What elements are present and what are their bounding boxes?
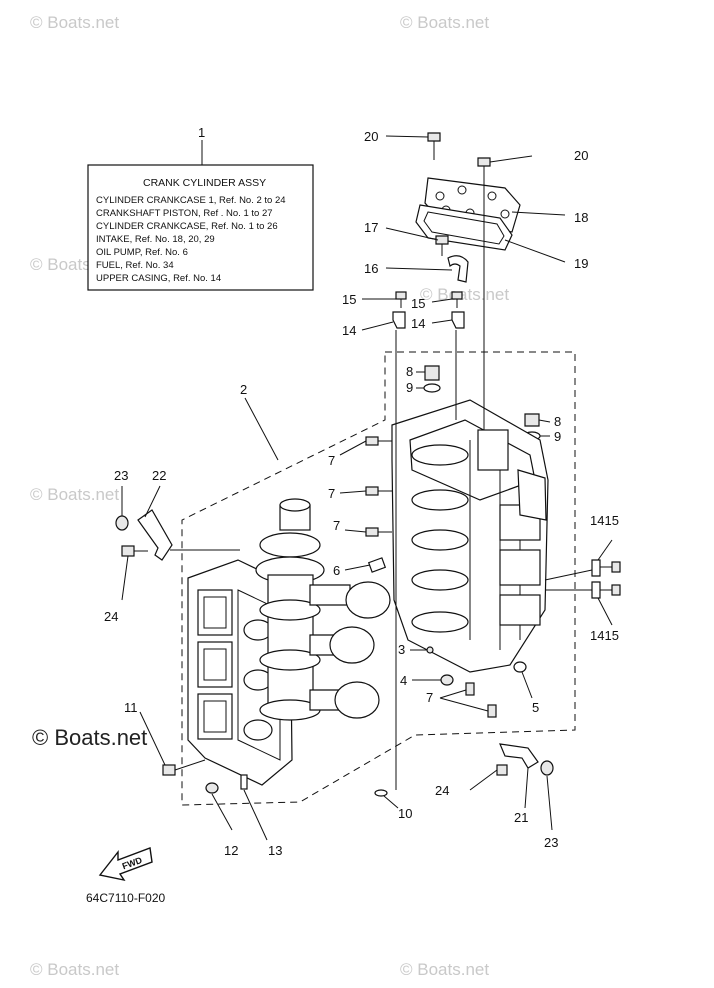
callout-10: 10 — [398, 806, 412, 821]
pin — [374, 789, 388, 797]
info-box-line: UPPER CASING, Ref. No. 14 — [96, 273, 221, 284]
watermark-text: © Boats.net — [400, 13, 489, 32]
pin — [426, 646, 434, 654]
watermarks: © Boats.net © Boats.net © Boats.net © Bo… — [30, 13, 509, 979]
bolt — [451, 291, 463, 308]
bolt — [427, 132, 441, 160]
callout-9: 9 — [554, 429, 561, 444]
pipe — [137, 509, 173, 561]
callout-7: 7 — [328, 486, 335, 501]
callout-14: 14 — [342, 323, 356, 338]
bolt — [435, 235, 449, 256]
callout-7: 7 — [426, 690, 433, 705]
assembly-outline — [181, 351, 576, 806]
watermark-text: © Boats.net — [30, 13, 119, 32]
plug — [524, 413, 540, 427]
cap — [115, 515, 129, 531]
callout-16: 16 — [364, 261, 378, 276]
clip — [451, 311, 465, 329]
clamp — [447, 255, 469, 283]
callout-4: 4 — [400, 673, 407, 688]
fitting — [365, 527, 392, 537]
callout-24: 24 — [435, 783, 449, 798]
callout-15: 15 — [342, 292, 356, 307]
watermark-main: © Boats.net — [32, 725, 147, 750]
callout-8: 8 — [406, 364, 413, 379]
washer — [423, 383, 441, 393]
callout-2: 2 — [240, 382, 247, 397]
callout-20: 20 — [574, 148, 588, 163]
info-box: 1 CRANK CYLINDER ASSY CYLINDER CRANKCASE… — [87, 125, 314, 291]
watermark-text: © Boats.net — [30, 485, 119, 504]
bolt — [162, 759, 206, 776]
watermark-text: © Boats.net — [420, 285, 509, 304]
piston — [309, 581, 391, 619]
bolt — [600, 584, 621, 596]
callout-21: 21 — [514, 810, 528, 825]
callout-11: 11 — [124, 700, 138, 715]
callout-13: 13 — [268, 843, 282, 858]
callout-1: 1 — [198, 125, 205, 140]
callout-3: 3 — [398, 642, 405, 657]
bolt — [205, 782, 219, 794]
callout-1415: 1415 — [590, 628, 619, 643]
clip — [591, 581, 601, 599]
fitting — [487, 704, 497, 718]
stud — [240, 774, 248, 790]
fitting — [465, 682, 475, 696]
crankshaft — [255, 498, 325, 721]
info-box-title: CRANK CYLINDER ASSY — [143, 177, 266, 189]
clip — [392, 311, 406, 329]
fwd-arrow-icon: FWD — [98, 847, 153, 882]
bolt — [121, 545, 148, 557]
callout-labels: 20 20 18 19 17 16 15 15 14 14 8 9 8 9 2 … — [104, 129, 619, 858]
callout-22: 22 — [152, 468, 166, 483]
piston — [309, 681, 380, 719]
callout-19: 19 — [574, 256, 588, 271]
callout-15: 15 — [411, 296, 425, 311]
info-box-line: INTAKE, Ref. No. 18, 20, 29 — [96, 234, 215, 245]
callout-23: 23 — [114, 468, 128, 483]
leader-lines — [121, 135, 613, 841]
callout-1415: 1415 — [590, 513, 619, 528]
bolt — [600, 561, 621, 573]
callout-14: 14 — [411, 316, 425, 331]
info-box-line: FUEL, Ref. No. 34 — [96, 260, 174, 271]
callout-9: 9 — [406, 380, 413, 395]
info-box-line: CRANKSHAFT PISTON, Ref . No. 1 to 27 — [96, 208, 273, 219]
callout-5: 5 — [532, 700, 539, 715]
callout-7: 7 — [328, 453, 335, 468]
fitting — [365, 436, 392, 446]
fitting — [365, 486, 392, 496]
callout-20: 20 — [364, 129, 378, 144]
plug — [440, 674, 454, 686]
bolt — [496, 764, 508, 776]
callout-7: 7 — [333, 518, 340, 533]
plug — [424, 365, 440, 381]
callout-8: 8 — [554, 414, 561, 429]
cylinder-block — [391, 399, 549, 673]
clip — [591, 559, 601, 577]
oil-pump-fitting — [367, 557, 387, 573]
figure-code: 64C7110-F020 — [86, 891, 165, 905]
callout-12: 12 — [224, 843, 238, 858]
callout-23: 23 — [544, 835, 558, 850]
bolt — [477, 157, 491, 185]
callout-24: 24 — [104, 609, 118, 624]
info-box-line: CYLINDER CRANKCASE, Ref. No. 1 to 26 — [96, 221, 278, 232]
info-box-line: CYLINDER CRANKCASE 1, Ref. No. 2 to 24 — [96, 195, 286, 206]
watermark-text: © Boats.net — [30, 960, 119, 979]
bolt — [395, 291, 407, 308]
watermark-text: © Boats.net — [400, 960, 489, 979]
callout-6: 6 — [333, 563, 340, 578]
info-box-line: OIL PUMP, Ref. No. 6 — [96, 247, 188, 258]
cap — [540, 760, 554, 776]
nut — [513, 661, 527, 673]
piston — [309, 626, 375, 664]
callout-18: 18 — [574, 210, 588, 225]
callout-17: 17 — [364, 220, 378, 235]
